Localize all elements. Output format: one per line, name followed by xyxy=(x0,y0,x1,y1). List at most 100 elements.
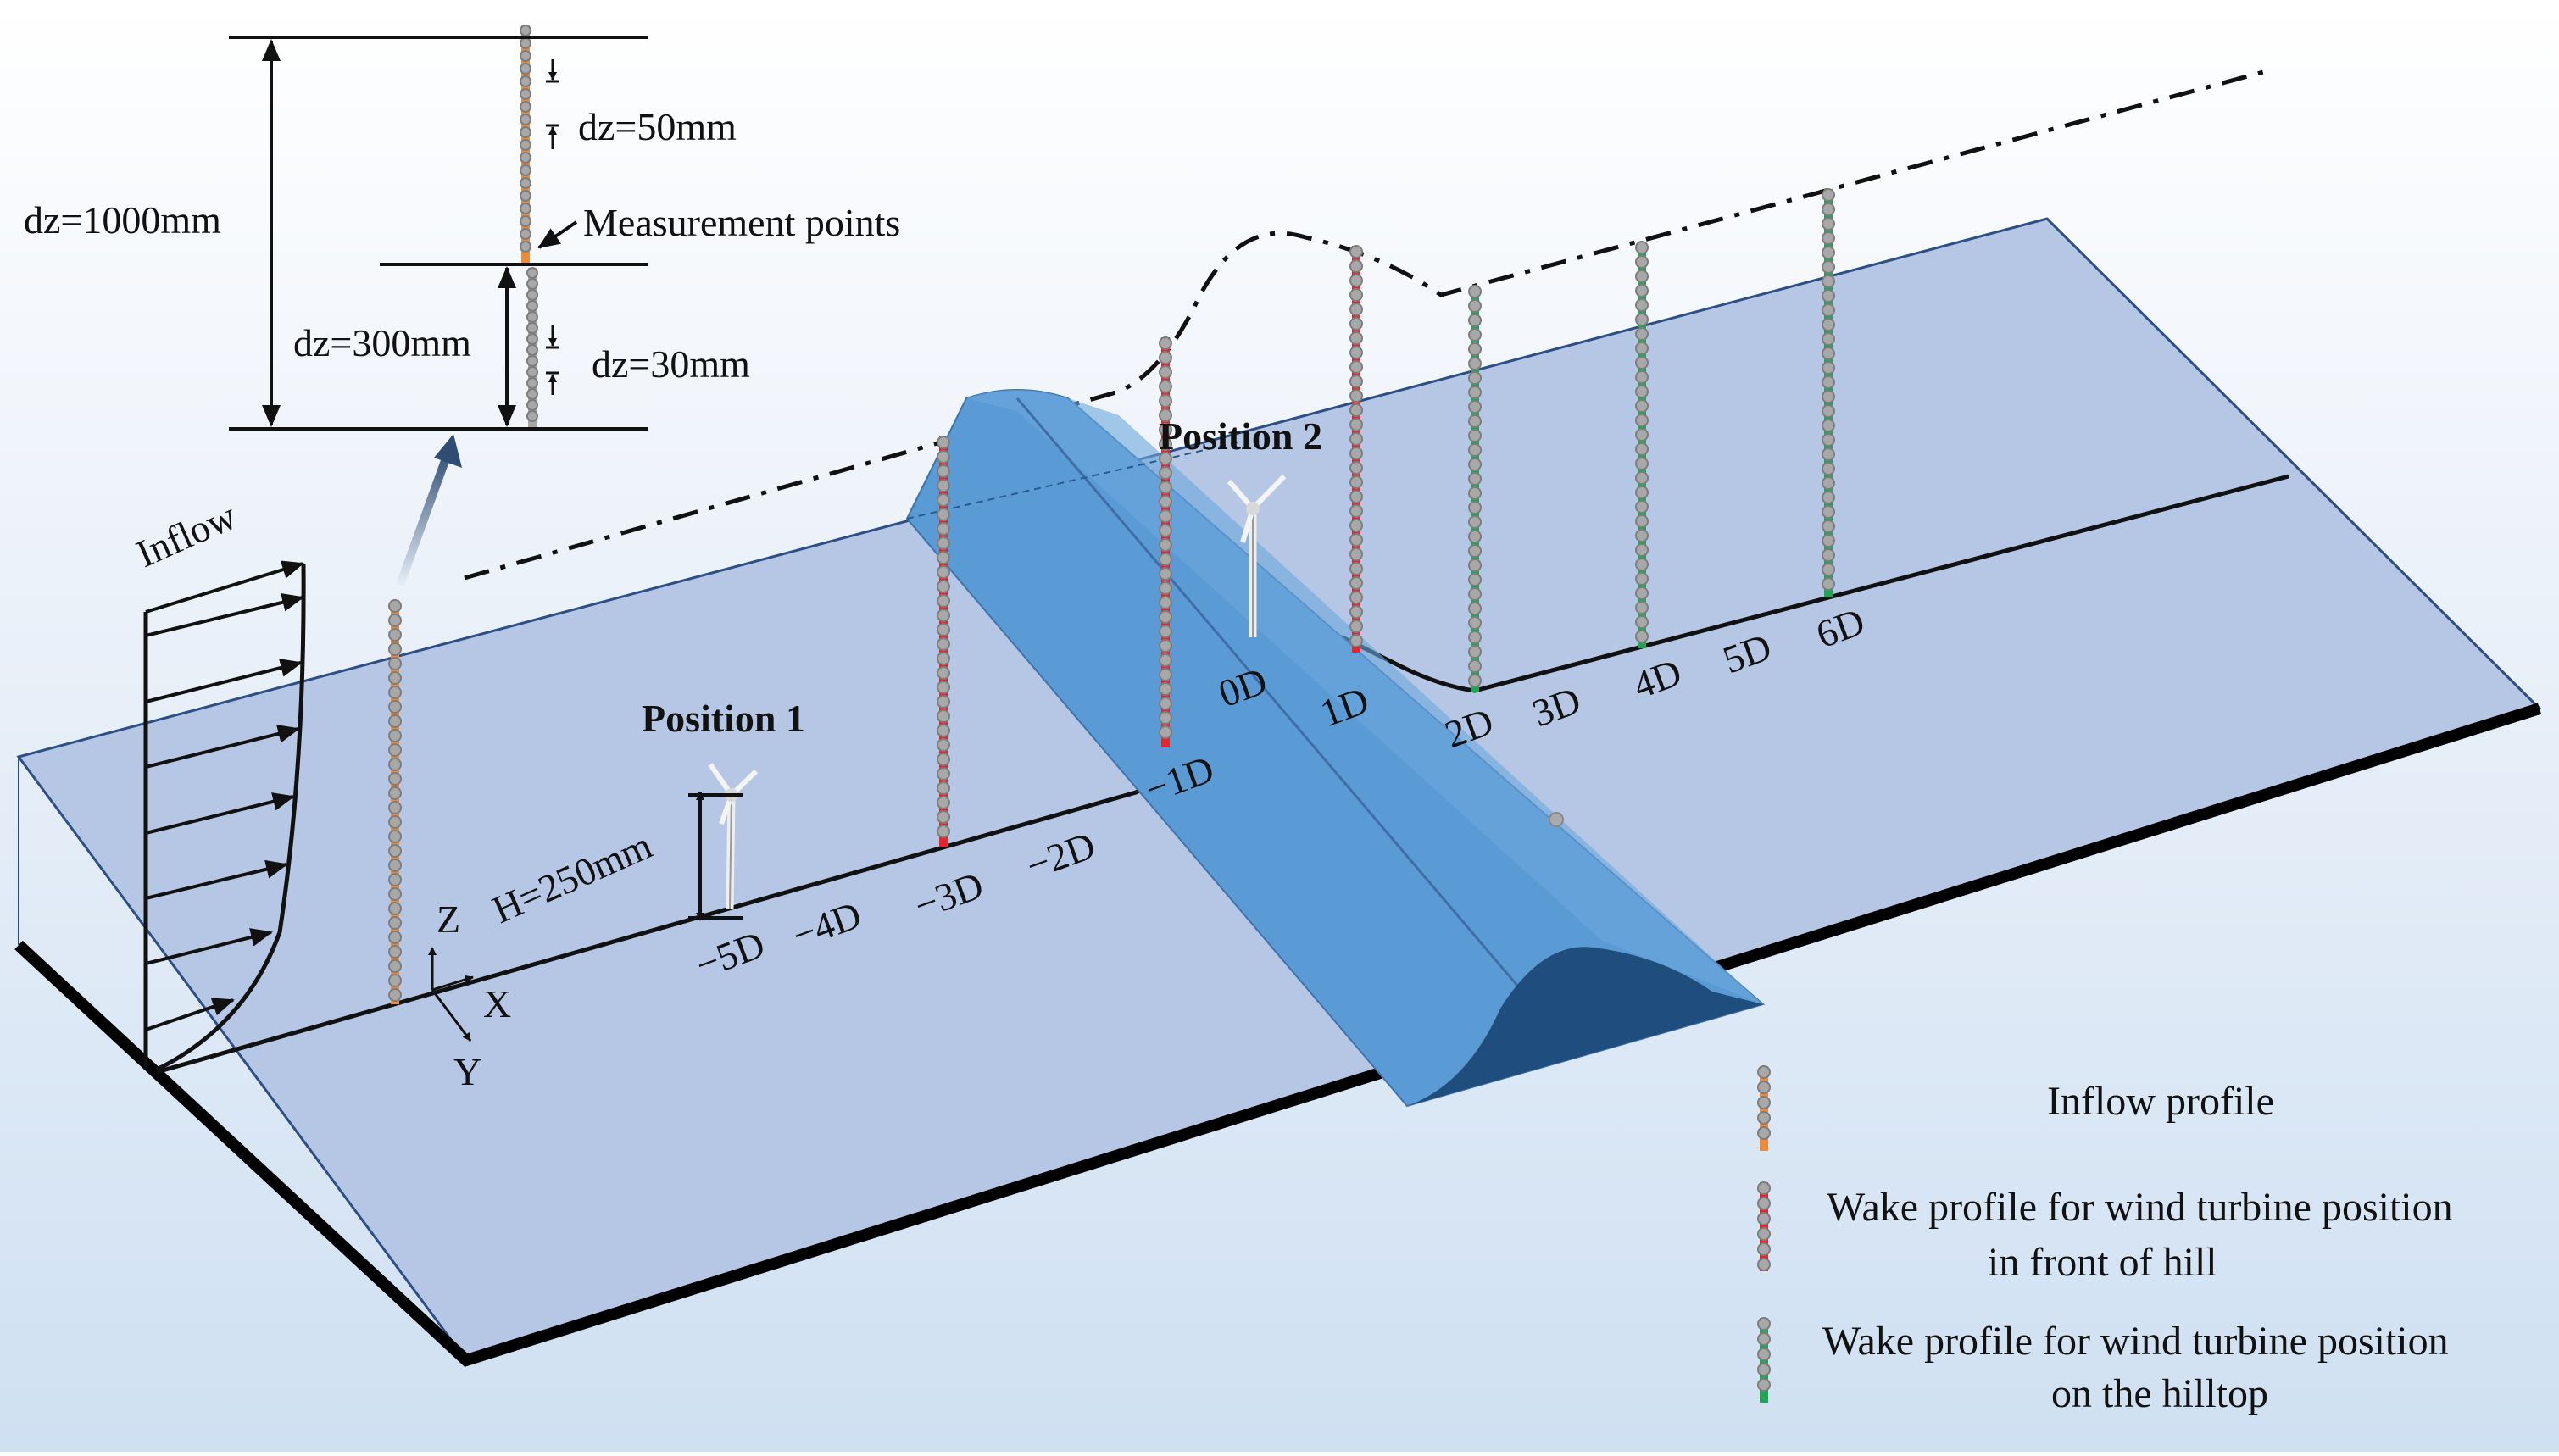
measurement-point xyxy=(388,902,402,915)
measurement-point xyxy=(937,825,950,838)
measurement-point xyxy=(1159,351,1172,364)
wake-top-mast-6d xyxy=(1822,188,1835,597)
axis-x-label: X xyxy=(483,982,511,1025)
measurement-point xyxy=(1159,697,1172,710)
measurement-point xyxy=(1468,429,1482,442)
measurement-point xyxy=(388,786,402,800)
measurement-point xyxy=(1159,567,1172,581)
measurement-point xyxy=(1822,217,1835,231)
measurement-point xyxy=(1159,524,1172,537)
measurement-point xyxy=(388,686,402,699)
measurement-point xyxy=(1349,375,1363,388)
measurement-point xyxy=(1468,573,1482,586)
measurement-point xyxy=(1159,452,1172,465)
measurement-point xyxy=(937,695,950,709)
measurement-point xyxy=(1468,544,1482,558)
measurement-point xyxy=(1822,246,1835,259)
measurement-point xyxy=(388,700,402,714)
measurement-point xyxy=(937,522,950,536)
measurement-point xyxy=(520,63,531,75)
measurement-point xyxy=(1635,313,1649,326)
measurement-point xyxy=(1822,375,1835,389)
measurement-point xyxy=(1635,327,1649,341)
measurement-point xyxy=(1468,674,1482,687)
axis-y-label: Y xyxy=(453,1050,481,1093)
measurement-point xyxy=(1468,515,1482,529)
measurement-point xyxy=(1468,443,1482,457)
measurement-point xyxy=(937,652,950,665)
measurement-point xyxy=(1349,634,1363,647)
measurement-point xyxy=(520,241,531,253)
measurement-point xyxy=(1159,682,1172,696)
measurement-point xyxy=(1468,602,1482,615)
measurement-point xyxy=(526,278,538,290)
measurement-point xyxy=(1468,342,1482,356)
measurement-point xyxy=(937,810,950,824)
measurement-point xyxy=(1159,466,1172,480)
measurement-point xyxy=(1822,318,1835,331)
measurement-point xyxy=(1159,380,1172,393)
measurement-point xyxy=(388,642,402,656)
measurement-point xyxy=(388,945,402,959)
measurement-point xyxy=(520,126,531,138)
measurement-point xyxy=(520,190,531,202)
measurement-point xyxy=(1822,275,1835,288)
measurement-point xyxy=(1822,332,1835,346)
measurement-point xyxy=(937,709,950,723)
measurement-point xyxy=(520,88,531,100)
measurement-point xyxy=(1468,587,1482,601)
measurement-point xyxy=(520,228,531,240)
measurement-point xyxy=(1159,336,1172,350)
measurement-point xyxy=(1159,581,1172,595)
measurement-point xyxy=(937,637,950,651)
measurement-point xyxy=(388,873,402,886)
measurement-point xyxy=(388,801,402,814)
legend-wake-front-line-1: Wake profile for wind turbine position xyxy=(1827,1185,2453,1230)
measurement-point xyxy=(1159,553,1172,566)
measurement-point xyxy=(1468,458,1482,471)
measurement-point xyxy=(937,565,950,579)
measurement-point xyxy=(937,666,950,680)
measurement-point xyxy=(1468,299,1482,313)
measurement-point xyxy=(1635,442,1649,456)
inset-points-label: Measurement points xyxy=(583,201,900,244)
legend-swatches xyxy=(1757,1065,1771,1403)
measurement-point xyxy=(1822,534,1835,547)
measurement-point xyxy=(1822,303,1835,317)
measurement-point xyxy=(1757,1332,1771,1346)
measurement-point xyxy=(1635,270,1649,283)
measurement-point xyxy=(1635,615,1649,629)
measurement-point xyxy=(388,714,402,728)
measurement-point xyxy=(1159,495,1172,508)
measurement-point xyxy=(526,289,538,301)
measurement-point xyxy=(1757,1126,1771,1140)
axis-z-label: Z xyxy=(437,897,460,941)
measurement-point xyxy=(1757,1181,1771,1195)
measurement-point xyxy=(1757,1111,1771,1125)
inset-lower-height-label: dz=300mm xyxy=(293,321,471,364)
inset-upper-mast xyxy=(520,25,531,263)
measurement-point xyxy=(1635,385,1649,398)
measurement-point xyxy=(1468,530,1482,543)
measurement-point xyxy=(520,203,531,214)
measurement-point xyxy=(937,479,950,492)
measurement-point xyxy=(1159,365,1172,379)
measurement-point xyxy=(388,974,402,987)
measurement-point xyxy=(1635,514,1649,528)
measurement-point xyxy=(1468,371,1482,385)
inset-detail xyxy=(229,36,648,586)
measurement-point xyxy=(937,796,950,809)
measurement-point xyxy=(1635,370,1649,384)
measurement-point xyxy=(388,988,402,1002)
measurement-point xyxy=(937,623,950,636)
measurement-point xyxy=(1349,576,1363,590)
measurement-point xyxy=(937,781,950,795)
dash-dot-reference-line xyxy=(464,69,2264,581)
measurement-point xyxy=(1159,625,1172,638)
measurement-point xyxy=(520,139,531,151)
stray-point xyxy=(1549,812,1564,827)
measurement-point xyxy=(1468,314,1482,327)
measurement-point xyxy=(1349,360,1363,374)
